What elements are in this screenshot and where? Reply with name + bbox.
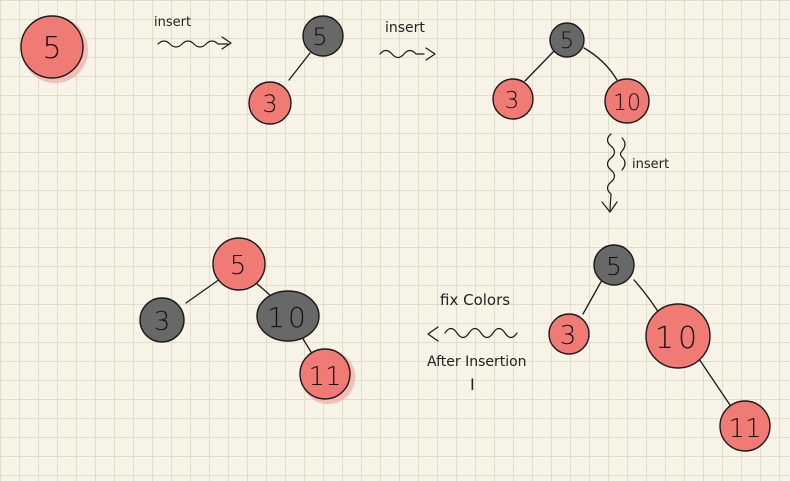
node-11-label: 11 <box>308 362 341 392</box>
node-3-red <box>492 78 534 120</box>
squiggle-arrow-icon <box>606 133 616 211</box>
node-3-red <box>248 81 292 125</box>
node-10-black <box>256 290 320 342</box>
squiggle-arrow-icon <box>157 40 229 48</box>
node-10-label: 10 <box>655 321 701 356</box>
node-5-black <box>593 244 635 286</box>
node-5-label: 5 <box>312 23 327 51</box>
node-3-label: 3 <box>154 307 171 337</box>
tree-step-3: 5 3 10 <box>492 22 650 124</box>
tree-step-4: 5 3 10 11 <box>139 237 355 404</box>
node-3-label: 3 <box>262 90 277 118</box>
insert-label-1: insert <box>154 15 191 30</box>
node-11-red <box>719 400 771 452</box>
node-5-red <box>20 15 84 79</box>
insert-arrow-1: insert <box>154 15 232 50</box>
node-10-label: 10 <box>613 91 641 116</box>
node-3-red <box>548 313 590 355</box>
fix-colors-label: fix Colors <box>440 291 510 309</box>
after-insertion-label: After Insertion <box>427 354 527 370</box>
node-5-black <box>549 22 585 58</box>
insert-label-2: insert <box>385 20 425 36</box>
node-5-label: 5 <box>230 251 247 281</box>
node-11-label: 11 <box>728 414 761 444</box>
insert-arrow-2: insert <box>379 20 436 61</box>
node-5-black <box>302 15 344 57</box>
fix-colors-annotation: fix Colors After Insertion I <box>427 291 527 394</box>
node-5-label: 5 <box>42 31 61 66</box>
node-5-label: 5 <box>560 29 574 54</box>
node-5-red <box>212 237 266 291</box>
step-numeral-label: I <box>470 375 475 394</box>
tree-step-1: 5 <box>20 15 88 83</box>
node-10-label: 10 <box>267 301 309 334</box>
node-11-red <box>299 348 351 400</box>
node-3-label: 3 <box>560 321 577 351</box>
tree-step-5: 5 3 10 11 <box>548 244 771 452</box>
node-5-label: 5 <box>606 252 622 281</box>
node-10-red <box>604 78 650 124</box>
insert-arrow-3: insert <box>601 133 669 213</box>
tree-step-2: 5 3 <box>248 15 344 125</box>
squiggle-arrow-icon <box>444 327 518 339</box>
squiggle-arrow-icon <box>379 49 425 59</box>
insert-label-3: insert <box>632 157 669 172</box>
node-3-label: 3 <box>505 88 520 114</box>
node-3-black <box>139 297 185 343</box>
node-10-red <box>645 303 711 369</box>
